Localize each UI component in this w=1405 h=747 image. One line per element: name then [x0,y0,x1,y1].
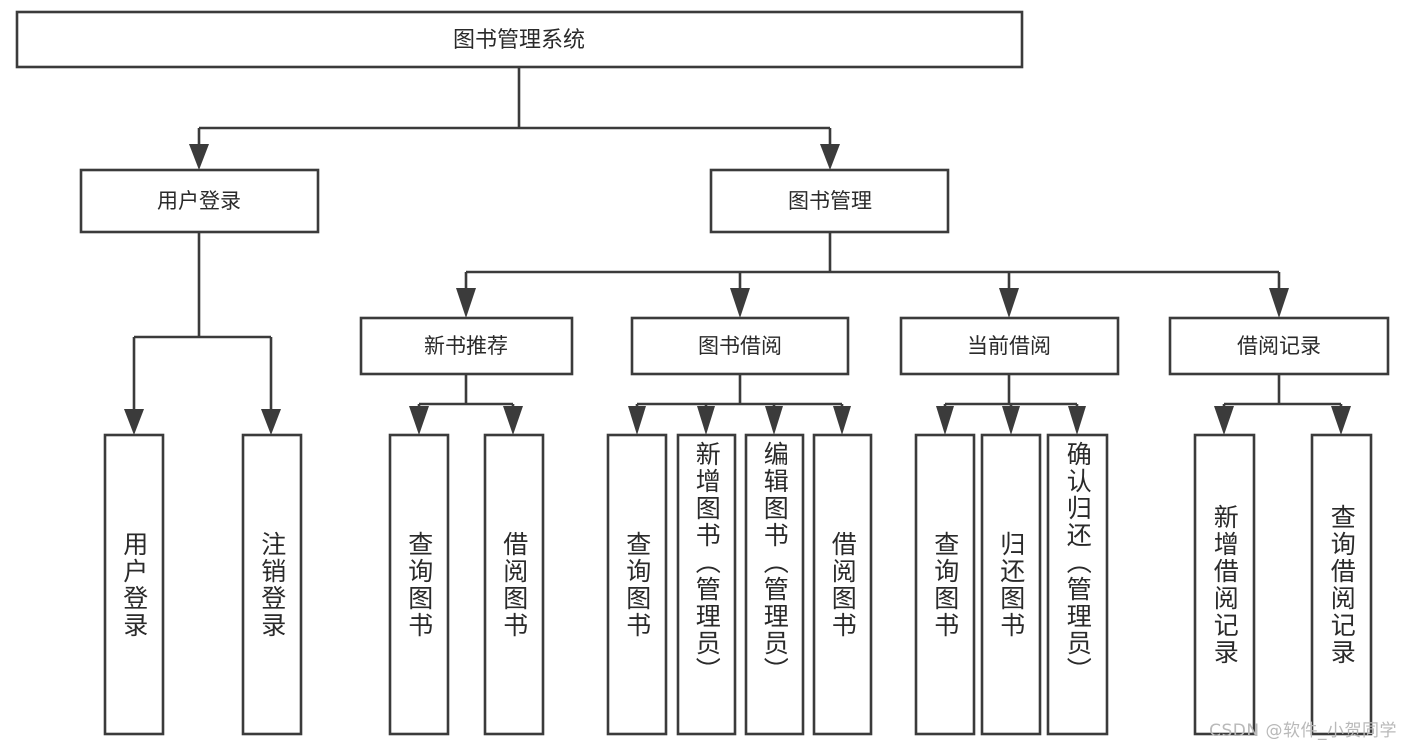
leaf-query-record-box[interactable] [1310,433,1373,736]
leaf-boxes [103,433,1373,736]
arrow-head-leaf-confirm-return [1068,406,1086,435]
leaf-borrow-book-1-box[interactable] [483,433,545,736]
arrow-head-leaf-add-record [1214,406,1234,435]
leaf-logout-login-box[interactable] [241,433,303,736]
node-new-book-recommend-label: 新书推荐 [424,334,508,358]
node-new-book-recommend[interactable]: 新书推荐 [359,316,574,376]
arrow-head-leaf-borrow-book-1 [503,406,523,435]
arrow-head-leaf-query-book-1 [409,406,429,435]
leaf-user-login-box[interactable] [103,433,165,736]
leaf-borrow-book-2-box[interactable] [812,433,873,736]
leaf-confirm-return-box[interactable] [1046,433,1109,736]
arrow-head-current-borrow [999,288,1019,318]
node-user-login[interactable]: 用户登录 [79,168,320,234]
arrow-head-leaf-query-book-2 [628,406,646,435]
arrow-head-new-book-recommend [456,288,476,318]
node-root-label: 图书管理系统 [453,28,585,53]
leaf-query-book-3-box[interactable] [914,433,976,736]
node-borrow-record[interactable]: 借阅记录 [1168,316,1390,376]
connectors-root-to-level2 [189,67,840,170]
leaf-add-record-box[interactable] [1193,433,1256,736]
node-current-borrow-label: 当前借阅 [967,334,1051,358]
node-user-login-label: 用户登录 [157,189,241,213]
node-root[interactable]: 图书管理系统 [15,10,1024,69]
csdn-watermark: CSDN @软件_小贺同学 [1209,721,1397,741]
arrow-head-user-login [189,144,209,170]
arrow-head-leaf-logout-login [261,409,281,435]
node-book-manage[interactable]: 图书管理 [709,168,950,234]
arrow-head-leaf-add-book [697,406,715,435]
arrow-head-leaf-borrow-book-2 [833,406,851,435]
node-book-borrow-box[interactable] [630,316,850,376]
connectors-current-borrow-to-leaves [936,374,1086,435]
node-root-box[interactable] [15,10,1024,69]
leaf-add-book-box[interactable] [676,433,737,736]
leaf-return-book-box[interactable] [980,433,1042,736]
arrow-head-leaf-query-book-3 [936,406,954,435]
arrow-head-book-borrow [730,288,750,318]
node-new-book-recommend-box[interactable] [359,316,574,376]
connectors-new-book-to-leaves [409,374,523,435]
node-current-borrow[interactable]: 当前借阅 [899,316,1120,376]
leaf-edit-book-box[interactable] [744,433,805,736]
connectors-borrow-record-to-leaves [1214,374,1351,435]
connectors-book-manage-to-level3 [456,232,1289,318]
node-book-borrow-label: 图书借阅 [698,334,782,358]
leaf-query-book-1-box[interactable] [388,433,450,736]
node-book-borrow[interactable]: 图书借阅 [630,316,850,376]
node-book-manage-box[interactable] [709,168,950,234]
connectors-user-login-to-leaves [124,232,281,435]
node-borrow-record-label: 借阅记录 [1237,334,1321,358]
node-borrow-record-box[interactable] [1168,316,1390,376]
arrow-head-leaf-query-record [1331,406,1351,435]
leaf-query-book-2-box[interactable] [606,433,668,736]
node-user-login-box[interactable] [79,168,320,234]
arrow-head-borrow-record [1269,288,1289,318]
arrow-head-leaf-return-book [1002,406,1020,435]
connectors-book-borrow-to-leaves [628,374,851,435]
arrow-head-leaf-edit-book [765,406,783,435]
arrow-head-leaf-user-login [124,409,144,435]
node-book-manage-label: 图书管理 [788,189,872,213]
node-current-borrow-box[interactable] [899,316,1120,376]
arrow-head-book-manage [820,144,840,170]
